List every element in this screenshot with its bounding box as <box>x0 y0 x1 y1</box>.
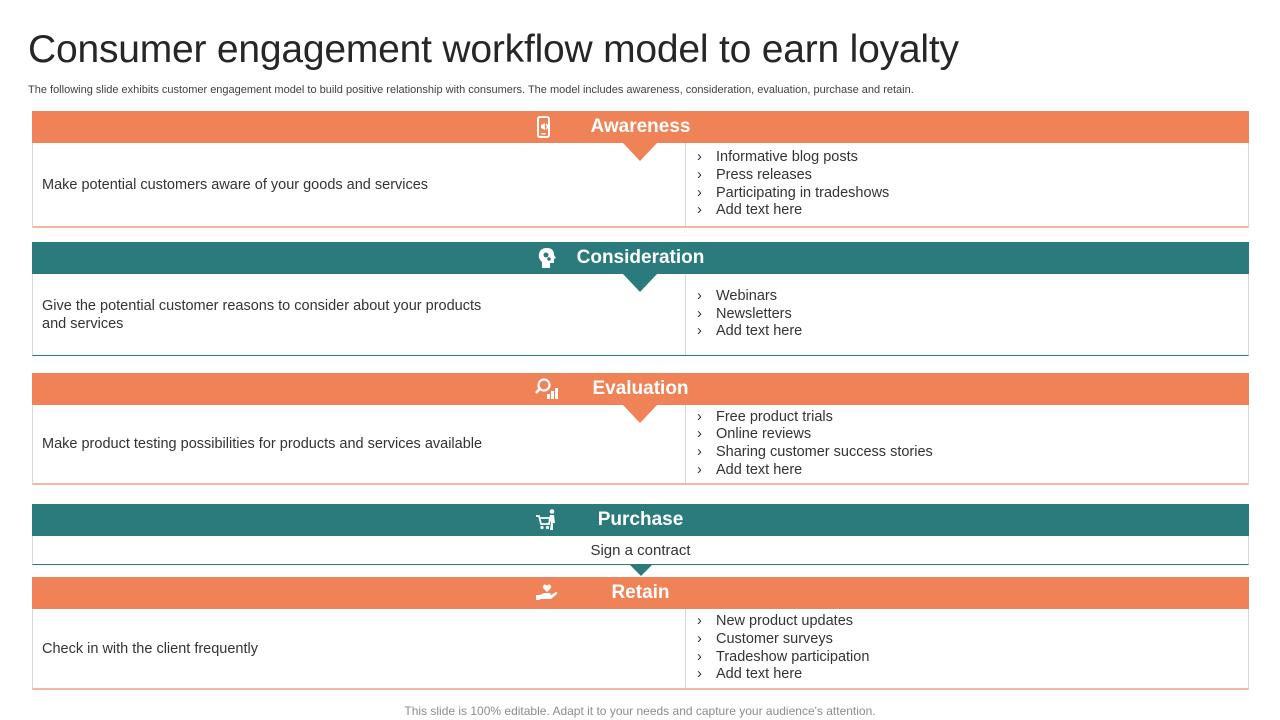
stage-title: Purchase <box>597 509 684 530</box>
stage-title: Retain <box>611 582 670 603</box>
hand-heart-icon <box>535 580 559 606</box>
page-title: Consumer engagement workflow model to ea… <box>28 28 959 71</box>
stage-items: Webinars Newsletters Add text here <box>686 274 1248 355</box>
stage-header: Evaluation <box>32 373 1249 405</box>
list-item: Press releases <box>697 167 889 185</box>
stage-pointer <box>623 143 657 161</box>
stage-awareness: Awareness Make potential customers aware… <box>32 111 1249 228</box>
list-item: Webinars <box>697 288 802 306</box>
stage-pointer <box>623 274 657 292</box>
list-item: Add text here <box>697 323 802 341</box>
stage-header: Retain <box>32 577 1249 609</box>
stage-description: Make product testing possibilities for p… <box>33 405 686 483</box>
list-item: Participating in tradeshows <box>697 185 889 203</box>
stage-title: Evaluation <box>592 378 689 399</box>
list-item: Free product trials <box>697 409 933 427</box>
page-subtitle: The following slide exhibits customer en… <box>28 84 914 96</box>
stage-items: Free product trials Online reviews Shari… <box>686 405 1248 483</box>
list-item: Sharing customer success stories <box>697 444 933 462</box>
stage-evaluation: Evaluation Make product testing possibil… <box>32 373 1249 485</box>
shopping-cart-person-icon <box>535 507 559 533</box>
stage-description-text: Give the potential customer reasons to c… <box>42 297 482 332</box>
stage-description: Sign a contract <box>32 536 1249 565</box>
list-item: Newsletters <box>697 306 802 324</box>
list-item: Tradeshow participation <box>697 649 869 667</box>
head-gears-icon <box>535 245 559 271</box>
stage-body: Give the potential customer reasons to c… <box>32 274 1249 356</box>
stage-header: Consideration <box>32 242 1249 274</box>
stage-description: Make potential customers aware of your g… <box>33 143 686 226</box>
list-item: Add text here <box>697 202 889 220</box>
list-item: Online reviews <box>697 426 933 444</box>
stage-description: Give the potential customer reasons to c… <box>33 274 686 355</box>
stage-purchase: Purchase Sign a contract <box>32 504 1249 576</box>
stage-pointer <box>623 405 657 423</box>
list-item: Add text here <box>697 666 869 684</box>
stage-pointer <box>630 565 652 576</box>
stage-title: Awareness <box>590 116 691 137</box>
stage-body: Make potential customers aware of your g… <box>32 143 1249 228</box>
list-item: New product updates <box>697 613 869 631</box>
stage-items: Informative blog posts Press releases Pa… <box>686 143 1248 226</box>
stage-consideration: Consideration Give the potential custome… <box>32 242 1249 356</box>
stage-title: Consideration <box>576 247 705 268</box>
stage-body: Make product testing possibilities for p… <box>32 405 1249 485</box>
magnifier-chart-icon <box>535 376 559 402</box>
stage-header: Purchase <box>32 504 1249 536</box>
stage-items: New product updates Customer surveys Tra… <box>686 609 1248 688</box>
stage-header: Awareness <box>32 111 1249 143</box>
stage-description: Check in with the client frequently <box>33 609 686 688</box>
list-item: Customer surveys <box>697 631 869 649</box>
stage-body: Check in with the client frequently New … <box>32 609 1249 690</box>
phone-megaphone-icon <box>532 114 556 140</box>
footer-note: This slide is 100% editable. Adapt it to… <box>404 704 876 718</box>
stage-retain: Retain Check in with the client frequent… <box>32 577 1249 690</box>
list-item: Informative blog posts <box>697 149 889 167</box>
list-item: Add text here <box>697 462 933 480</box>
